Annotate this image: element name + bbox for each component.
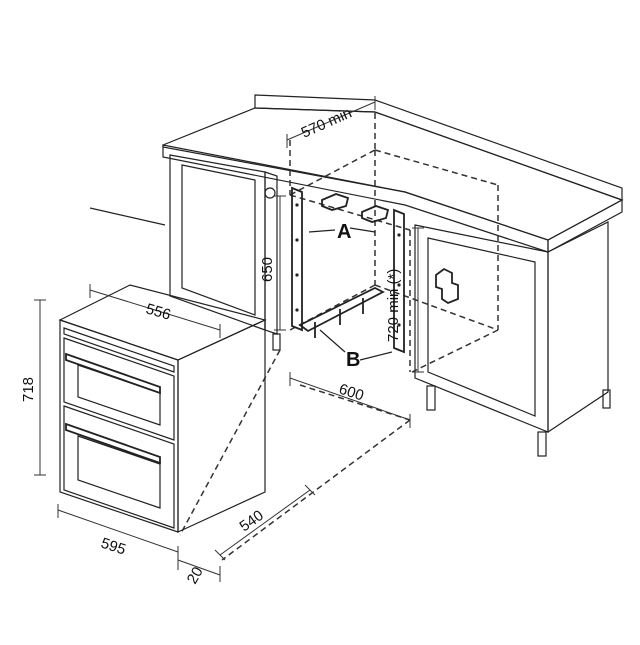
cabinet-leg-left bbox=[272, 333, 281, 351]
right-cabinet-inner-frame bbox=[427, 237, 536, 417]
oven-side bbox=[177, 319, 266, 533]
dim-recess-width: 600 bbox=[337, 381, 366, 405]
dim-oven-height: 718 bbox=[20, 377, 37, 402]
oven-lower-window bbox=[77, 435, 161, 509]
cabinet-knob bbox=[264, 187, 276, 199]
right-side-rail bbox=[393, 208, 405, 354]
dim-oven-width-top: 556 bbox=[144, 301, 173, 324]
oven-dimensions bbox=[34, 284, 316, 582]
cabinet-leg-back-right bbox=[602, 389, 611, 409]
callout-lines bbox=[308, 227, 393, 361]
cabinet-leg-front-right bbox=[537, 431, 547, 457]
cabinet-dimensions bbox=[274, 96, 424, 428]
right-cabinet-side bbox=[547, 221, 609, 434]
oven-control-panel bbox=[63, 327, 175, 373]
worktop-surface bbox=[162, 107, 624, 241]
dim-recess-height-min: 720 min (*) bbox=[385, 269, 402, 342]
oven-lower-door bbox=[63, 405, 175, 529]
bottom-support-bracket bbox=[298, 286, 385, 333]
mounting-rails bbox=[291, 186, 405, 354]
oven-upper-handle[interactable] bbox=[65, 352, 161, 395]
worktop-side-edge bbox=[547, 198, 623, 254]
oven-upper-door bbox=[63, 337, 175, 441]
oven-upper-window bbox=[77, 364, 161, 426]
cabinet-leg-front-left bbox=[426, 385, 436, 411]
oven-unit bbox=[58, 284, 267, 533]
label-bracket-b: B bbox=[346, 349, 360, 371]
label-bracket-a: A bbox=[337, 221, 351, 243]
dim-door-offset: 20 bbox=[184, 564, 207, 587]
dim-oven-width-front: 595 bbox=[99, 535, 128, 559]
clip-a-left-icon bbox=[321, 193, 350, 211]
dim-cabinet-height: 650 bbox=[259, 257, 276, 282]
hinge-bracket-icon bbox=[435, 267, 459, 305]
left-cabinet-panel bbox=[169, 154, 266, 331]
dim-oven-depth: 540 bbox=[237, 507, 267, 535]
clip-a-right-icon bbox=[361, 205, 390, 223]
oven-lower-handle[interactable] bbox=[65, 422, 161, 465]
left-side-rail bbox=[291, 186, 303, 332]
oven-top bbox=[58, 284, 267, 361]
wall-line bbox=[89, 207, 166, 226]
left-cabinet-inner-frame bbox=[181, 164, 256, 316]
oven-front bbox=[59, 319, 179, 533]
